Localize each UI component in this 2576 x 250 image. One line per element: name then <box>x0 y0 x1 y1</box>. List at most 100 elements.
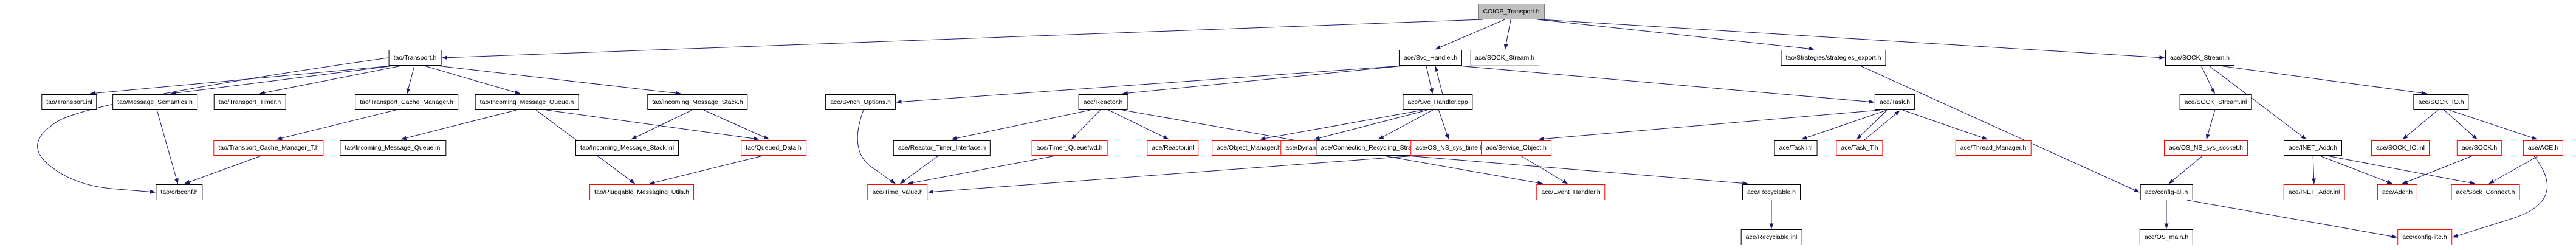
edge-queued-data-to-pluggable-messaging-utils <box>649 155 763 185</box>
edge-task-h-to-task-inl <box>1801 109 1887 140</box>
node-sock-stream-h1[interactable]: ace/SOCK_Stream.h <box>1469 50 1540 66</box>
edge-task-h-to-service-object <box>1538 109 1880 141</box>
edge-svc-handler-h-to-svc-handler-cpp <box>1426 65 1434 94</box>
edge-transport-h-to-transport-cache-manager <box>406 65 415 94</box>
edge-transport-h-to-incoming-message-queue-h <box>424 65 521 94</box>
node-pluggable-messaging-utils[interactable]: tao/Pluggable_Messaging_Utils.h <box>589 184 694 200</box>
node-timer-queuefwd[interactable]: ace/Timer_Queuefwd.h <box>1031 140 1108 156</box>
node-task-h[interactable]: ace/Task.h <box>1874 94 1915 110</box>
edge-root-to-sock-stream-h2 <box>1539 19 2165 60</box>
edge-incoming-message-queue-h-to-queued-data <box>546 109 760 141</box>
edge-transport-h-to-message-semantics <box>170 65 394 95</box>
edge-root-to-svc-handler-h <box>1435 19 1505 50</box>
edge-reactor-h-to-reactor-timer-interface <box>951 109 1090 141</box>
node-strategies-export[interactable]: tao/Strategies/strategies_export.h <box>1781 50 1886 66</box>
edge-os-ns-sys-socket-to-config-all <box>2168 155 2203 184</box>
node-os-main[interactable]: ace/OS_main.h <box>2139 229 2194 245</box>
edge-ace-h-to-sock-connect <box>2488 155 2539 184</box>
node-os-ns-sys-time[interactable]: ace/OS_NS_sys_time.h <box>1410 140 1488 156</box>
node-message-semantics[interactable]: tao/Message_Semantics.h <box>112 94 197 110</box>
edge-config-all-to-config-lite <box>2186 200 2397 238</box>
edge-sock-stream-inl-to-os-ns-sys-socket <box>2205 109 2216 140</box>
edge-task-h-to-thread-manager <box>1902 109 1988 140</box>
edge-inet-addr-h-to-inet-addr-inl <box>2312 155 2317 184</box>
node-sock-h[interactable]: ace/SOCK.h <box>2456 140 2502 156</box>
edge-sock-h-to-addr-h <box>2402 155 2473 184</box>
edge-incoming-message-queue-h-to-incoming-message-queue-inl <box>400 109 517 141</box>
node-root[interactable]: COIOP_Transport.h <box>1478 4 1545 19</box>
node-inet-addr-h[interactable]: ace/INET_Addr.h <box>2284 140 2342 156</box>
node-transport-inl[interactable]: tao/Transport.inl <box>41 94 97 110</box>
node-transport-cache-manager-t[interactable]: tao/Transport_Cache_Manager_T.h <box>213 140 324 156</box>
node-reactor-h[interactable]: ace/Reactor.h <box>1078 94 1128 110</box>
edge-strategies-export-to-config-all <box>1860 65 2140 193</box>
node-inet-addr-inl[interactable]: ace/INET_Addr.inl <box>2283 184 2345 200</box>
edge-task-h-to-task-t <box>1856 109 1887 140</box>
edge-svc-handler-cpp-to-connection-recycling-strategy <box>1378 109 1433 140</box>
edge-inet-addr-h-to-addr-h <box>2319 155 2393 184</box>
edge-sock-io-h-to-sock-h <box>2444 109 2478 140</box>
edge-root-to-strategies-export <box>1537 19 1815 51</box>
node-orbconf[interactable]: tao/orbconf.h <box>156 184 203 200</box>
edge-incoming-message-stack-h-to-incoming-message-stack-inl <box>631 109 692 140</box>
edge-ace-h-to-config-lite <box>2452 155 2548 238</box>
edge-transport-cache-manager-to-transport-cache-manager-t <box>276 109 396 141</box>
node-incoming-message-queue-h[interactable]: tao/Incoming_Message_Queue.h <box>475 94 579 110</box>
node-reactor-inl[interactable]: ace/Reactor.inl <box>1147 140 1199 156</box>
node-thread-manager[interactable]: ace/Thread_Manager.h <box>1955 140 2032 156</box>
node-config-lite[interactable]: ace/config-lite.h <box>2397 229 2452 245</box>
edge-svc-handler-h-to-reactor-h <box>1122 65 1404 95</box>
node-svc-handler-cpp[interactable]: ace/Svc_Handler.cpp <box>1403 94 1473 110</box>
node-task-inl[interactable]: ace/Task.inl <box>1774 140 1818 156</box>
node-ace-h[interactable]: ace/ACE.h <box>2523 140 2564 156</box>
node-os-ns-sys-socket[interactable]: ace/OS_NS_sys_socket.h <box>2164 140 2248 156</box>
edge-root-to-sock-stream-h1 <box>1503 19 1511 50</box>
edge-incoming-message-stack-h-to-queued-data <box>703 109 769 140</box>
node-transport-cache-manager[interactable]: tao/Transport_Cache_Manager.h <box>355 94 458 110</box>
edge-reactor-timer-interface-to-time-value <box>899 155 939 184</box>
node-service-object[interactable]: ace/Service_Object.h <box>1481 140 1551 156</box>
edge-reactor-h-to-reactor-inl <box>1108 109 1169 140</box>
edge-svc-handler-cpp-to-svc-handler-h <box>1434 66 1443 95</box>
node-synch-options[interactable]: ace/Synch_Options.h <box>825 94 896 110</box>
node-queued-data[interactable]: tao/Queued_Data.h <box>741 140 806 156</box>
edge-transport-h-to-orbconf <box>37 57 388 194</box>
edge-connection-recycling-strategy-to-recyclable-h <box>1406 155 1748 186</box>
node-transport-h[interactable]: tao/Transport.h <box>388 50 442 66</box>
edge-sock-stream-h2-to-sock-stream-inl <box>2200 65 2215 94</box>
node-incoming-message-stack-inl[interactable]: tao/Incoming_Message_Stack.inl <box>575 140 679 156</box>
node-svc-handler-h[interactable]: ace/Svc_Handler.h <box>1398 50 1463 66</box>
edge-transport-h-to-incoming-message-stack-h <box>436 65 681 95</box>
edge-transport-cache-manager-t-to-orbconf <box>184 155 262 184</box>
node-object-manager[interactable]: ace/Object_Manager.h <box>1212 140 1286 156</box>
edge-reactor-h-to-timer-queuefwd <box>1071 109 1101 140</box>
edge-svc-handler-h-to-task-h <box>1457 65 1875 104</box>
node-incoming-message-queue-inl[interactable]: tao/Incoming_Message_Queue.inl <box>340 140 447 156</box>
edge-root-to-transport-h <box>442 19 1483 60</box>
node-sock-connect[interactable]: ace/Sock_Connect.h <box>2451 184 2520 200</box>
node-event-handler[interactable]: ace/Event_Handler.h <box>1536 184 1606 200</box>
edge-os-ns-sys-time-to-time-value <box>928 155 1416 194</box>
edge-service-object-to-event-handler <box>1520 155 1568 184</box>
node-transport-timer[interactable]: tao/Transport_Timer.h <box>213 94 286 110</box>
node-task-t[interactable]: ace/Task_T.h <box>1836 140 1883 156</box>
node-config-all[interactable]: ace/config-all.h <box>2140 184 2193 200</box>
node-addr-h[interactable]: ace/Addr.h <box>2377 184 2418 200</box>
edge-message-semantics-to-orbconf <box>156 109 179 184</box>
node-sock-io-inl[interactable]: ace/SOCK_IO.inl <box>2371 140 2430 156</box>
edge-timer-queuefwd-to-time-value <box>907 155 1056 185</box>
node-time-value[interactable]: ace/Time_Value.h <box>867 184 928 200</box>
node-sock-io-h[interactable]: ace/SOCK_IO.h <box>2413 94 2469 110</box>
edge-inet-addr-h-to-sock-connect <box>2326 155 2476 185</box>
node-incoming-message-stack-h[interactable]: tao/Incoming_Message_Stack.h <box>647 94 748 110</box>
node-recyclable-inl[interactable]: ace/Recyclable.inl <box>1740 229 1802 245</box>
node-recyclable-h[interactable]: ace/Recyclable.h <box>1742 184 1801 200</box>
node-sock-stream-h2[interactable]: ace/SOCK_Stream.h <box>2165 50 2235 66</box>
edge-sock-stream-h2-to-inet-addr-h <box>2208 65 2307 140</box>
node-reactor-timer-interface[interactable]: ace/Reactor_Timer_Interface.h <box>893 140 991 156</box>
edge-sock-io-h-to-ace-h <box>2449 109 2538 140</box>
edge-svc-handler-cpp-to-dynamic <box>1314 109 1427 141</box>
node-sock-stream-inl[interactable]: ace/SOCK_Stream.inl <box>2179 94 2252 110</box>
